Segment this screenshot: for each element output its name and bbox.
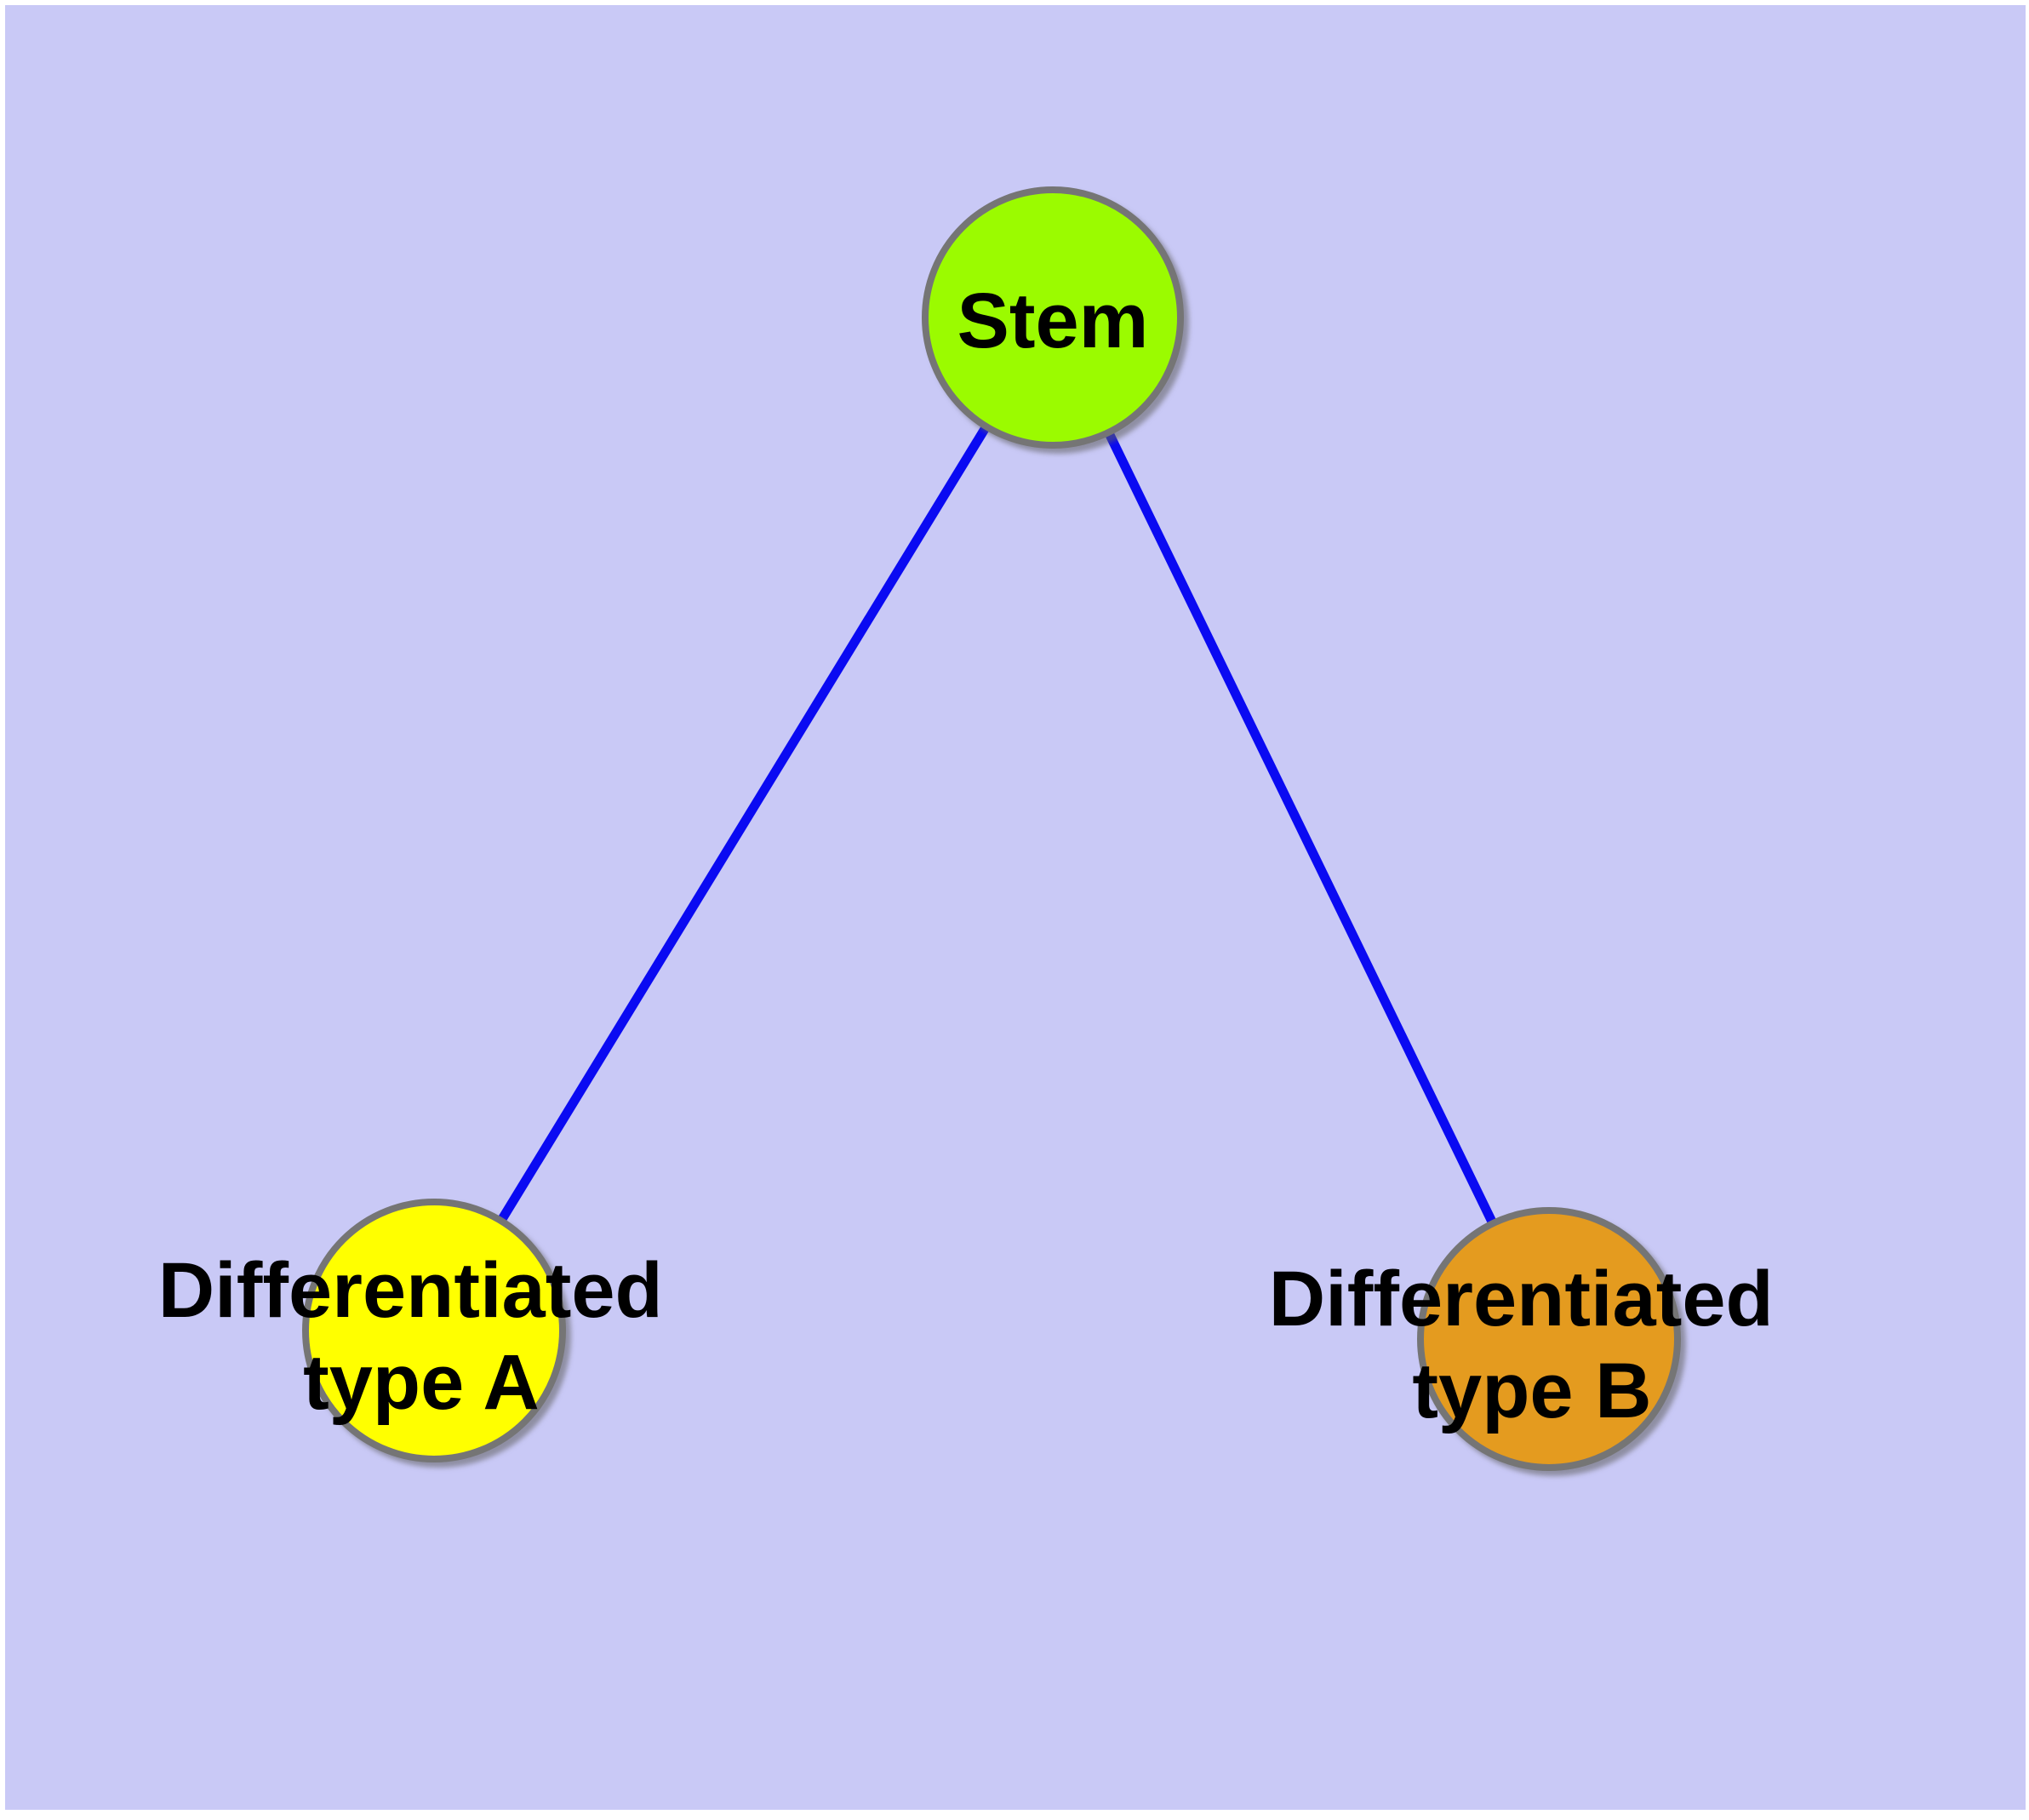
type-a-node-circle — [302, 1199, 566, 1462]
edge-layer — [430, 315, 1553, 1342]
stem-node-circle — [922, 186, 1184, 449]
node-differentiated-type-a: Differentiated type A — [158, 1199, 685, 1462]
type-b-label-line-2: type B — [1412, 1348, 1651, 1434]
node-layer: Stem Differentiated type A Differentiate… — [158, 186, 1796, 1471]
type-b-label-line-1: Differentiated — [1269, 1256, 1774, 1342]
node-differentiated-type-b: Differentiated type B — [1269, 1207, 1796, 1471]
stem-node-label: Stem — [957, 278, 1149, 364]
edge-stem-to-type-a — [430, 315, 1057, 1333]
type-b-node-circle — [1417, 1207, 1681, 1471]
type-a-label-line-2: type A — [303, 1339, 540, 1426]
type-b-node-label: Differentiated type B — [1269, 1256, 1796, 1434]
type-a-label-line-1: Differentiated — [158, 1247, 663, 1334]
type-a-node-label: Differentiated type A — [158, 1247, 685, 1426]
node-stem: Stem — [922, 186, 1184, 449]
edge-stem-to-type-b — [1049, 315, 1553, 1342]
